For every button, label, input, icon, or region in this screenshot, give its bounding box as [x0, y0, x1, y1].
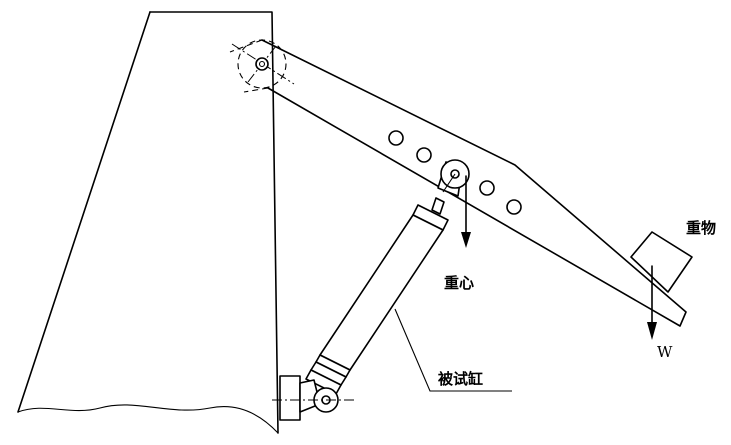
tested-cylinder-leader [394, 308, 512, 392]
tested-cylinder-label: 被试缸 [438, 370, 483, 388]
cylinder-lower-pivot [272, 375, 354, 421]
support-frame [17, 11, 279, 434]
weight-force-label: W [657, 343, 673, 361]
weight-object-label: 重物 [686, 219, 716, 237]
weight-object [630, 231, 693, 293]
weight-force-arrow [647, 265, 657, 340]
tested-cylinder [305, 197, 449, 395]
lifting-arm [229, 39, 687, 327]
cylinder-upper-clevis [437, 159, 470, 197]
arm-holes [388, 130, 522, 215]
center-of-gravity-arrow [461, 175, 471, 248]
center-of-gravity-label: 重心 [444, 274, 474, 292]
